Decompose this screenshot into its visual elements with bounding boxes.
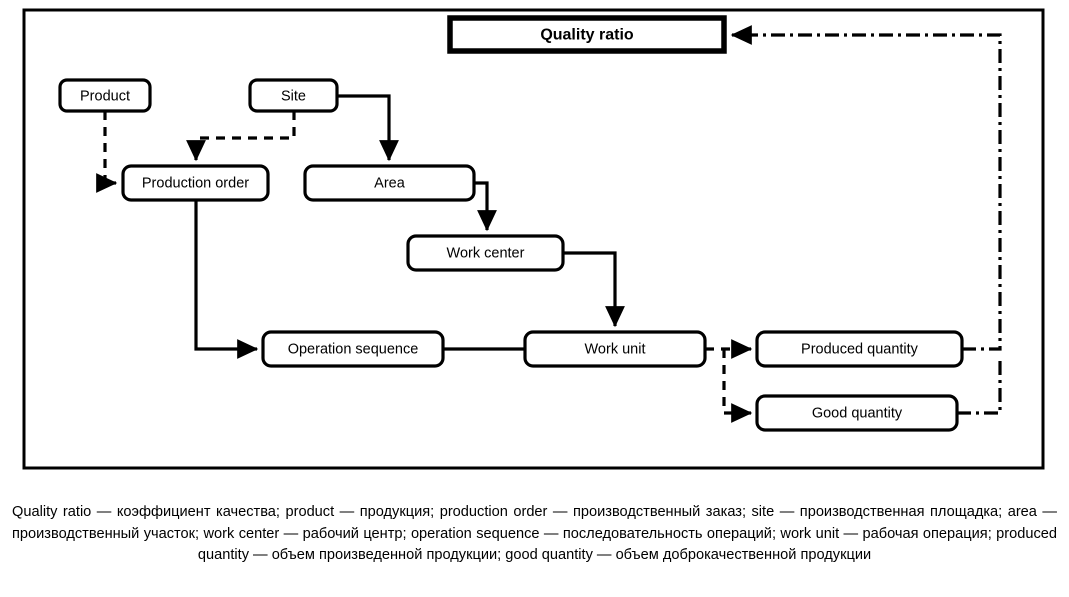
diagram-frame [22,8,1045,470]
node-site[interactable]: Site [248,78,339,113]
node-work-center[interactable]: Work center [406,234,565,272]
node-produced-quantity[interactable]: Produced quantity [755,330,964,368]
node-good-quantity[interactable]: Good quantity [755,394,959,432]
edge-site-to-production-order [186,111,296,162]
diagram-caption: Quality ratio — коэффициент качества; pr… [12,504,1062,563]
node-label-quality-ratio: Quality ratio [540,27,634,44]
edge-area-to-work-center [474,181,497,232]
node-operation-sequence[interactable]: Operation sequence [261,330,445,368]
edge-good-quantity-to-quality-ratio [957,360,1002,415]
node-area[interactable]: Area [303,164,476,202]
node-product[interactable]: Product [58,78,152,113]
node-label-work-center: Work center [447,245,525,261]
edge-work-unit-to-good-quantity [722,349,753,423]
node-label-work-unit: Work unit [585,341,646,357]
node-quality-ratio[interactable]: Quality ratio [447,15,727,54]
node-label-production-order: Production order [142,175,249,191]
node-label-operation-sequence: Operation sequence [288,341,419,357]
node-label-produced-quantity: Produced quantity [801,341,919,357]
node-production-order[interactable]: Production order [121,164,270,202]
node-label-area: Area [374,175,406,191]
node-work-unit[interactable]: Work unit [523,330,707,368]
flow-diagram-canvas: Quality ratio Product Site Production or… [22,8,1045,470]
edge-site-to-area [337,94,399,162]
edge-production-order-to-operation-sequence [194,200,259,359]
edge-work-center-to-work-unit [563,251,625,328]
edge-product-to-production-order [96,111,118,193]
node-label-site: Site [281,88,306,104]
node-label-product: Product [80,88,130,104]
edge-produced-quantity-to-quality-ratio [730,25,1002,351]
node-label-good-quantity: Good quantity [812,405,903,421]
